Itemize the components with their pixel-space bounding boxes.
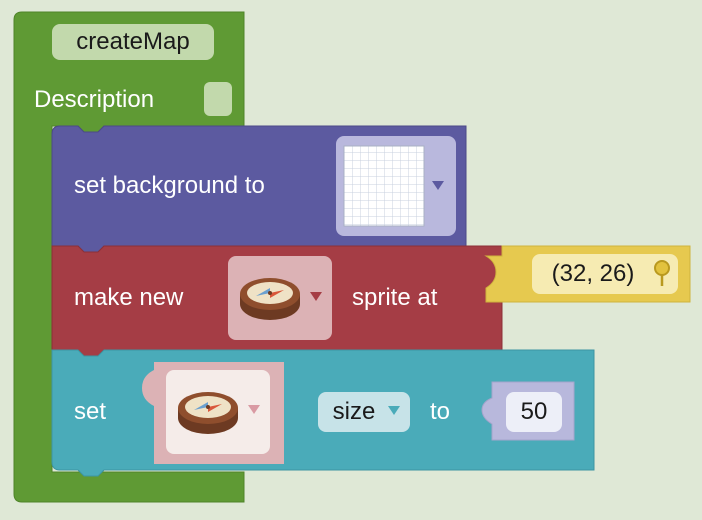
description-label: Description xyxy=(34,86,155,113)
chevron-down-icon xyxy=(432,181,444,190)
description-checkbox[interactable] xyxy=(204,82,232,116)
function-name: createMap xyxy=(76,28,190,55)
set-label: set xyxy=(74,398,107,425)
location-value: (32, 26) xyxy=(551,260,635,287)
compass-icon xyxy=(178,392,238,434)
make-new-label: make new xyxy=(74,284,184,311)
chevron-down-icon xyxy=(388,406,400,415)
chevron-down-icon xyxy=(248,405,260,414)
location-value-field[interactable] xyxy=(532,254,678,294)
size-value: 50 xyxy=(520,398,548,425)
pin-icon xyxy=(654,260,670,286)
set-background-label: set background to xyxy=(74,172,265,199)
property-dropdown[interactable] xyxy=(318,392,410,432)
to-label: to xyxy=(430,398,451,425)
chevron-down-icon xyxy=(310,292,322,301)
function-name-field[interactable] xyxy=(52,24,214,60)
size-value-field[interactable] xyxy=(506,392,562,432)
compass-icon xyxy=(240,278,300,320)
property-name: size xyxy=(332,398,376,425)
sprite-at-label: sprite at xyxy=(352,284,438,311)
